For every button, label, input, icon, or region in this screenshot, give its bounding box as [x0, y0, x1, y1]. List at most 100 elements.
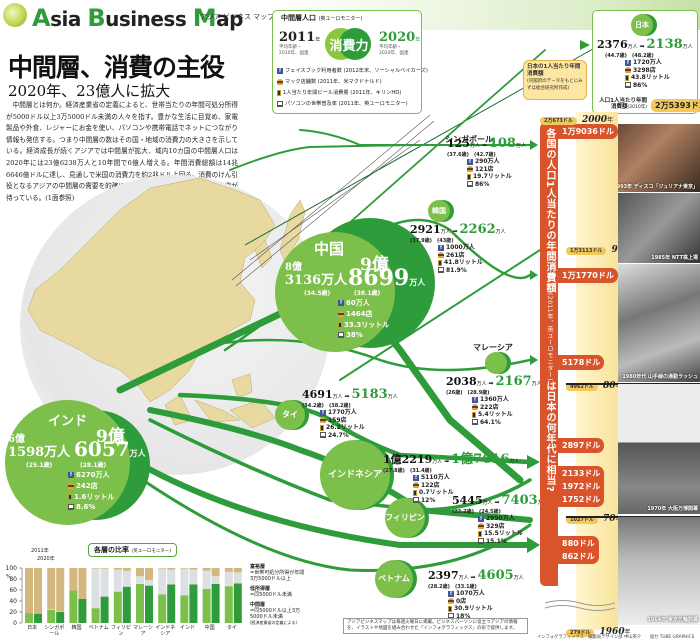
photo-1993-disco: 1993年 ディスコ「ジュリアナ東京」	[618, 124, 700, 192]
legend-circle-2020	[339, 28, 371, 60]
burger-icon	[472, 404, 478, 411]
china-pop2011-oku: 8億	[285, 262, 302, 273]
singapore-name: シンガポール	[445, 135, 493, 144]
burger-icon	[448, 598, 454, 605]
year-marker-1960: 279ドル 1960年	[566, 619, 631, 638]
china-age2011: (34.5歳)	[304, 290, 331, 297]
timeline-bar	[540, 123, 558, 586]
burger-icon	[277, 78, 283, 85]
timeline-vertical-title: 各国の人口1人当たりの年間消費額(2011年、英ユーロモニター)は日本の何年代に…	[544, 128, 555, 493]
china-pop2011: 3136万人	[285, 273, 348, 288]
indonesia-node: インドネシア	[320, 440, 390, 510]
korea-node: 韓国	[428, 200, 450, 222]
chart-category-label: インド	[179, 625, 195, 631]
india-pop2020: 6057	[74, 437, 130, 461]
burger-icon	[478, 523, 484, 530]
facebook-icon: f	[625, 59, 631, 66]
spend-tag-indonesia: 1972ドル	[558, 479, 605, 494]
facebook-icon: f	[467, 158, 473, 165]
spend-tag-philippines: 1752ドル	[558, 492, 605, 507]
burger-icon	[625, 67, 631, 74]
computer-icon	[338, 332, 344, 338]
computer-icon	[413, 497, 419, 504]
computer-icon	[478, 538, 484, 545]
facebook-icon: f	[472, 396, 478, 403]
burger-icon	[68, 483, 74, 489]
china-age2020: (38.1歳)	[354, 290, 381, 297]
svg-text:60: 60	[9, 587, 17, 594]
svg-text:20: 20	[9, 609, 17, 616]
spend-tag-vietnam: 880ドル	[558, 536, 599, 551]
computer-icon	[438, 267, 444, 274]
year-line-70	[566, 516, 700, 518]
chart-year-2020: 2020年	[37, 556, 55, 562]
facebook-icon: f	[413, 474, 419, 481]
chart-category-label: ベトナム	[88, 625, 109, 631]
chart-category-label: 韓国	[71, 625, 82, 631]
spend-tag-singapore: 1万9036ドル	[558, 124, 618, 139]
beer-can-icon	[338, 322, 342, 328]
china-name: 中国	[314, 240, 345, 258]
spend-tag-thailand: 2133ドル	[558, 466, 605, 481]
china-data: 中国 8億 3136万人 9億 8699万人 (34.5歳) (38.1歳) f…	[282, 238, 432, 339]
credits: インフォグラフィックス 編集局デザイン部 中山英介 協力 TUBE GRAPHI…	[537, 635, 695, 640]
svg-text:80: 80	[9, 576, 17, 583]
burger-icon	[467, 166, 473, 173]
beer-can-icon	[467, 173, 471, 180]
page-subtitle: 2020年、23億人に拡大	[8, 82, 171, 100]
india-pop2011-oku: 6億	[8, 434, 25, 445]
chart-title: 各層の比率 (英ユーロモニター)	[88, 543, 177, 557]
beer-can-icon	[413, 489, 417, 496]
india-age2020: (28.1歳)	[80, 462, 107, 469]
timeline-break-wave	[545, 600, 615, 611]
facebook-icon: f	[68, 472, 74, 478]
page-title: 中間層、消費の主役	[8, 53, 225, 82]
photo-ntt-listing: 1985年 NTT株上場	[618, 193, 700, 263]
japan-spend-value: 2万5393ドル	[651, 99, 700, 112]
chart-category-label: マレーシア	[133, 625, 154, 637]
philippines-data: 5445万人 ➡ 7403万人 (22.2歳) (24.5歳) f2990万人 …	[452, 493, 548, 545]
china-pop2020: 8699	[348, 265, 410, 291]
spend-tag-india: 862ドル	[558, 549, 599, 564]
beer-can-icon	[448, 605, 452, 612]
brand-title: Asia Business Map	[32, 4, 243, 32]
globe-logo-icon	[3, 3, 27, 27]
chart-category-label: タイ	[226, 625, 237, 631]
chart-category-label: 中国	[204, 625, 215, 631]
chart-legend: 富裕層 =世帯可処分所得が年間3万5000ドル以上 低所得層 =同5000ドル未…	[250, 564, 305, 625]
india-age2011: (25.1歳)	[26, 462, 53, 469]
spend-tag-china: 2897ドル	[558, 438, 605, 453]
chart-category-label: シンガポール	[44, 625, 65, 637]
burger-icon	[320, 417, 326, 424]
svg-text:40: 40	[9, 598, 17, 605]
year-line-80	[566, 383, 700, 385]
facebook-icon: f	[448, 590, 454, 597]
beer-can-icon	[438, 259, 442, 266]
india-circle-2011	[5, 400, 130, 525]
computer-icon	[625, 82, 631, 89]
photo-tokyo-olympics: 1964年 東京五輪開幕	[618, 517, 700, 625]
beer-can-icon	[472, 411, 476, 418]
chart-category-label: フィリピン	[110, 625, 131, 637]
photo-expo-1970: 1970年 大阪万博開幕	[618, 384, 700, 514]
legend-item-pc: パソコンの世帯普及率 (2011年、英ユーロモニター)	[277, 100, 408, 107]
facebook-icon: f	[277, 67, 283, 74]
india-pop2011: 1598万人	[8, 445, 71, 460]
facebook-icon: f	[478, 515, 484, 522]
japan-node: 日本	[631, 14, 653, 36]
computer-icon	[277, 100, 283, 107]
legend-title: 中間層人口 (英ユーロモニター)	[281, 14, 363, 22]
spend-tag-malaysia: 5178ドル	[558, 355, 605, 370]
burger-icon	[338, 311, 344, 317]
facebook-icon: f	[438, 244, 444, 251]
india-pop2020-oku: 9億	[96, 427, 125, 447]
facebook-icon: f	[338, 300, 344, 306]
japan-spend-label: 人口1人当たり年間消費額(2010年)	[599, 98, 647, 110]
